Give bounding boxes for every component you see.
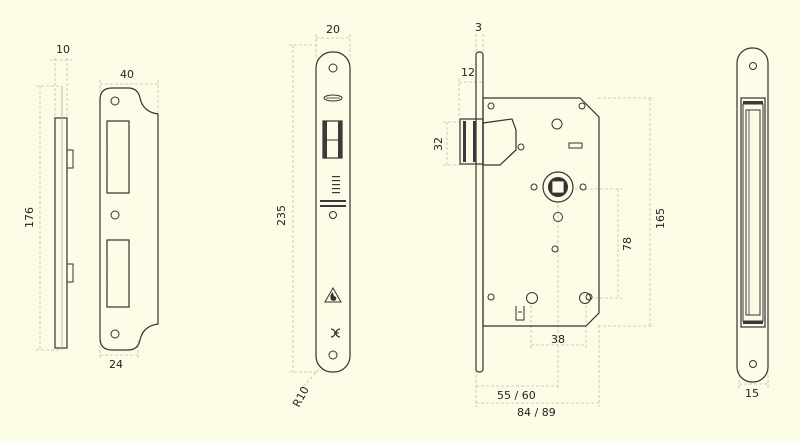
- side-view: 15: [736, 47, 769, 400]
- dim-backset: 55 / 60: [497, 389, 536, 402]
- faceplate-dimensions: 20 235 R10: [275, 23, 351, 409]
- dim-faceplate-height: 235: [275, 205, 288, 226]
- dim-plate-thickness: 3: [475, 21, 482, 34]
- dim-strike-thickness: 10: [56, 43, 70, 56]
- lockcase-view: 3 12 32 165 78 38: [432, 21, 667, 419]
- lockcase-dimensions: 3 12 32 165 78 38: [432, 21, 667, 419]
- ce-mark-icon: [330, 328, 341, 338]
- strike-dimensions: 10 40 176 24: [23, 43, 159, 371]
- dim-faceplate-radius: R10: [290, 384, 312, 409]
- dim-body-height: 165: [654, 208, 667, 229]
- dim-strike-bottom: 24: [109, 358, 123, 371]
- dim-latch-height: 32: [432, 137, 445, 151]
- dim-strike-height: 176: [23, 207, 36, 228]
- strike-front: [99, 87, 159, 351]
- dim-faceplate-width: 20: [326, 23, 340, 36]
- strike-plate-view: 10 40 176 24: [23, 43, 159, 371]
- side-body: [736, 47, 769, 383]
- dim-strike-width: 40: [120, 68, 134, 81]
- engraved-text-block: [320, 176, 346, 207]
- dim-side-width: 15: [745, 387, 759, 400]
- dim-spindle-to-key: 78: [621, 237, 634, 251]
- side-dimensions: 15: [738, 370, 769, 400]
- dim-latch-offset: 12: [461, 66, 475, 79]
- faceplate-view: 20 235 R10: [275, 23, 351, 409]
- dim-key-spacing: 38: [551, 333, 565, 346]
- fire-rated-icon: [324, 286, 342, 303]
- dim-total-depth: 84 / 89: [517, 406, 556, 419]
- strike-side-profile: [54, 86, 74, 350]
- lockcase-body: [459, 51, 600, 373]
- faceplate-body: [315, 51, 351, 373]
- brand-logo-icon: [323, 94, 343, 102]
